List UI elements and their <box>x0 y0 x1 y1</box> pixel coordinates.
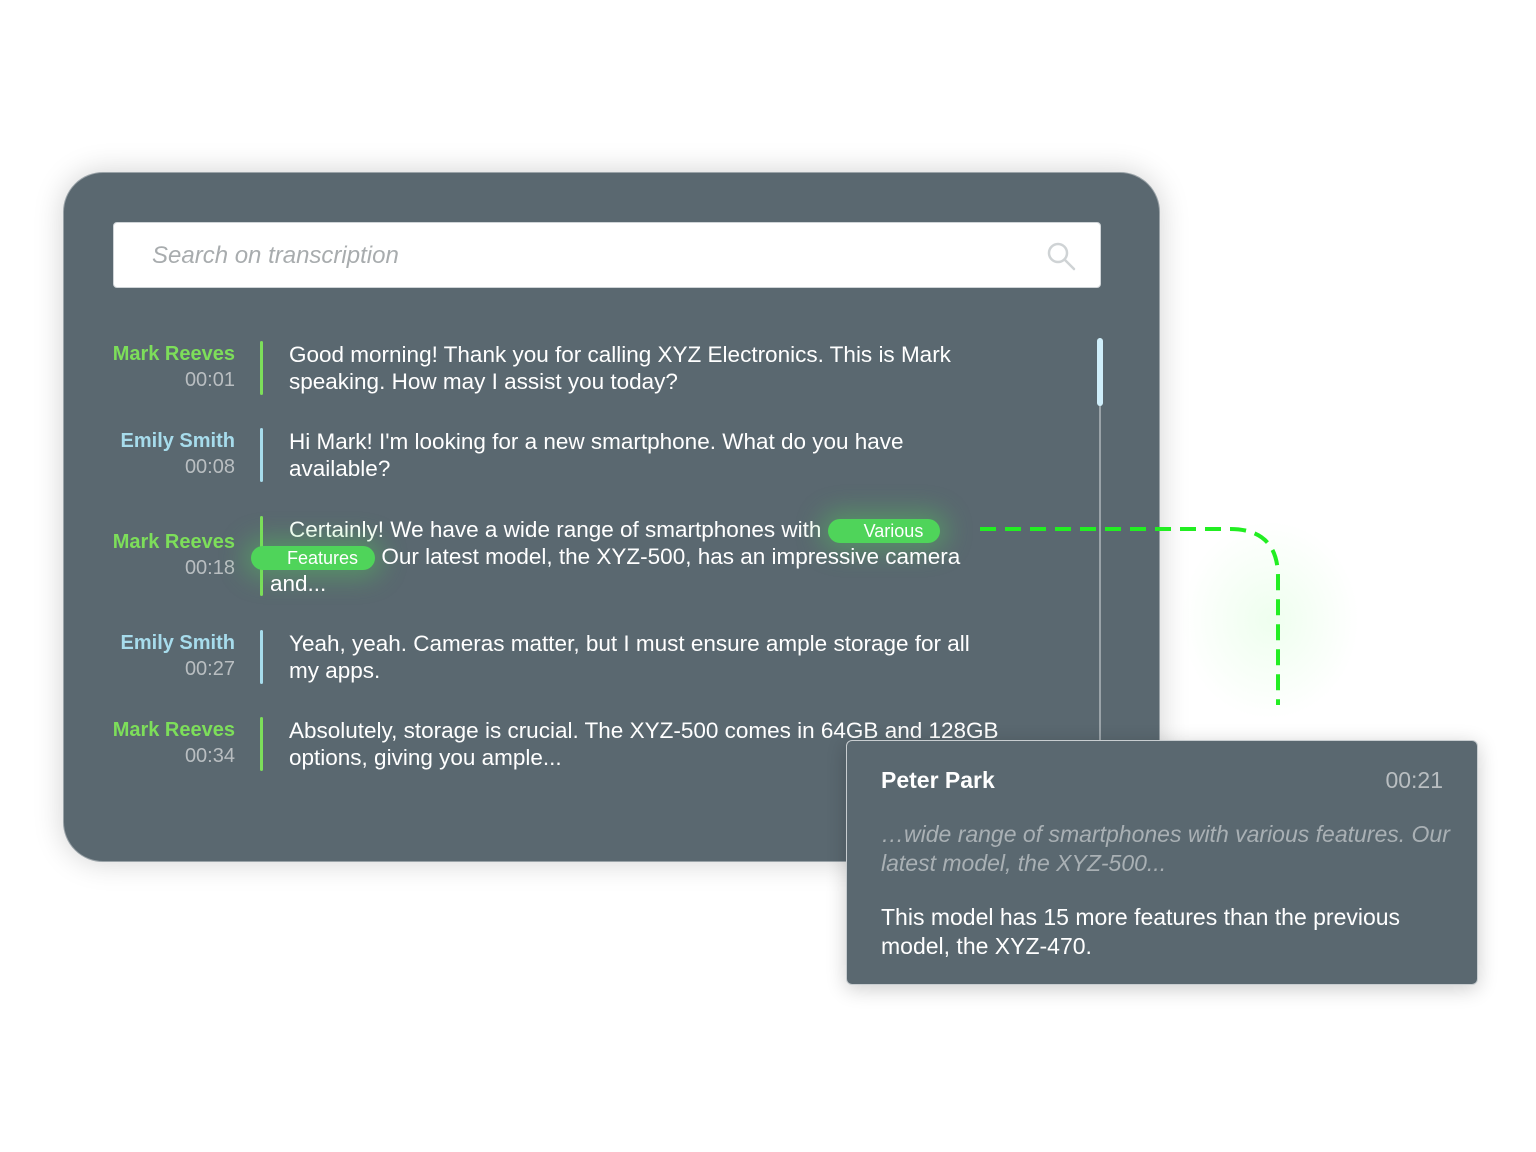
transcript-text: Absolutely, storage is crucial. The XYZ-… <box>289 718 999 770</box>
speaker-name: Emily Smith <box>120 430 235 452</box>
transcript-text: Good morning! Thank you for calling XYZ … <box>289 342 951 394</box>
timestamp[interactable]: 00:08 <box>184 456 235 478</box>
comment-author: Peter Park <box>881 767 995 793</box>
speaker-bar <box>260 630 263 684</box>
comment-note: This model has 15 more features than the… <box>881 904 1401 959</box>
transcript-text: Yeah, yeah. Cameras matter, but I must e… <box>289 631 970 683</box>
timestamp[interactable]: 00:34 <box>184 745 235 767</box>
speaker-name: Mark Reeves <box>112 343 235 365</box>
transcript-text: Certainly! We have a wide range of smart… <box>251 516 970 597</box>
scrollbar-track[interactable] <box>1099 338 1101 740</box>
connector-glow <box>1180 520 1360 720</box>
highlight-tag-features[interactable]: Features <box>251 546 376 570</box>
search-input[interactable] <box>150 223 1014 289</box>
comment-quote: …wide range of smartphones with various … <box>881 821 1450 876</box>
search-icon[interactable] <box>1046 241 1076 271</box>
comment-timestamp[interactable]: 00:21 <box>1385 767 1443 793</box>
highlight-tag-various[interactable]: Various <box>827 519 941 543</box>
text-segment: Our latest model, the XYZ-500, has an im… <box>270 544 961 596</box>
speaker-bar <box>260 341 263 395</box>
text-segment: Certainly! We have a wide range of smart… <box>289 517 822 542</box>
speaker-bar <box>260 717 263 771</box>
speaker-bar <box>260 428 263 482</box>
transcript-text: Hi Mark! I'm looking for a new smartphon… <box>289 429 904 481</box>
timestamp[interactable]: 00:01 <box>184 369 235 391</box>
comment-popup: Peter Park 00:21 …wide range of smartpho… <box>846 740 1478 985</box>
timestamp[interactable]: 00:18 <box>184 557 235 579</box>
search-box[interactable] <box>113 222 1101 289</box>
speaker-name: Mark Reeves <box>112 719 235 741</box>
timestamp[interactable]: 00:27 <box>184 658 235 680</box>
scrollbar-thumb[interactable] <box>1097 338 1103 406</box>
speaker-name: Mark Reeves <box>112 531 235 553</box>
speaker-name: Emily Smith <box>120 632 235 654</box>
